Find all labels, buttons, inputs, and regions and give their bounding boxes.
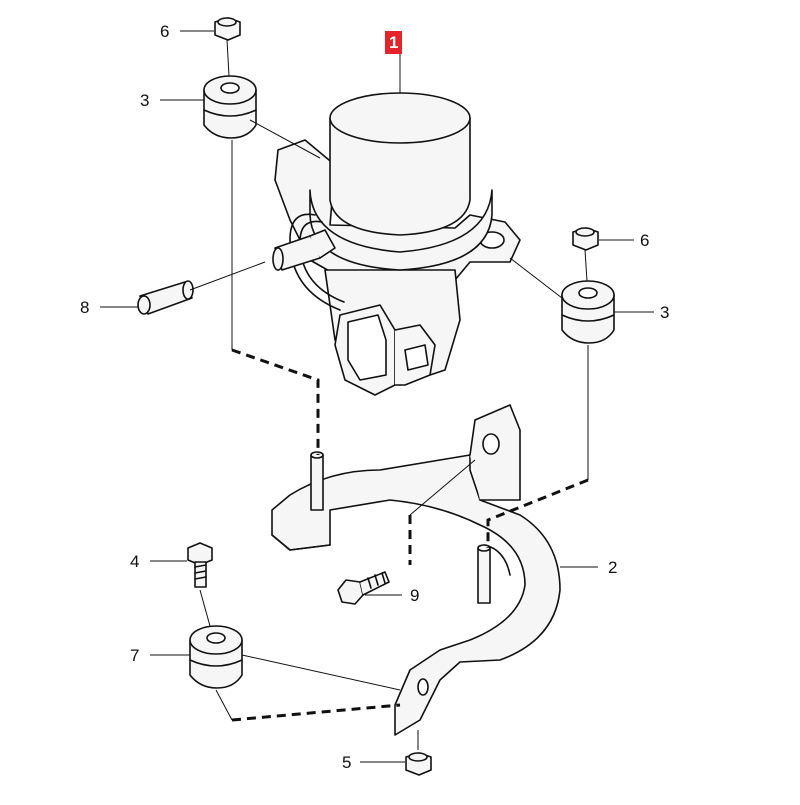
assembly-dash-lines (231, 348, 589, 722)
callout-part-6-right: 6 (640, 231, 650, 250)
callout-part-4: 4 (130, 552, 140, 571)
callout-part-2: 2 (608, 558, 618, 577)
callout-part-7: 7 (130, 646, 140, 665)
nut-part-6-left (214, 17, 241, 41)
bolt-part-9 (337, 571, 390, 605)
bracket-stud-right (477, 544, 491, 604)
callout-part-5: 5 (342, 753, 352, 772)
assembly-thin-lines (189, 39, 589, 750)
nut-part-5 (405, 752, 432, 776)
nut-part-6-right (572, 227, 599, 251)
leader-lines (100, 30, 654, 763)
callout-part-9: 9 (410, 586, 420, 605)
bolt-part-4 (187, 542, 213, 588)
main-unit-part-1 (272, 92, 521, 396)
callout-part-1: 1 (385, 31, 403, 54)
callout-part-6-left: 6 (160, 22, 170, 41)
callout-part-8: 8 (80, 298, 90, 317)
isolator-part-3-right (561, 280, 615, 344)
bracket-stud-left (310, 451, 324, 511)
callout-part-3-right: 3 (660, 303, 670, 322)
isolator-part-7 (189, 625, 243, 689)
callout-part-3-left: 3 (140, 91, 150, 110)
rubber-cap-part-8 (137, 280, 194, 315)
isolator-part-3-left (203, 75, 257, 139)
